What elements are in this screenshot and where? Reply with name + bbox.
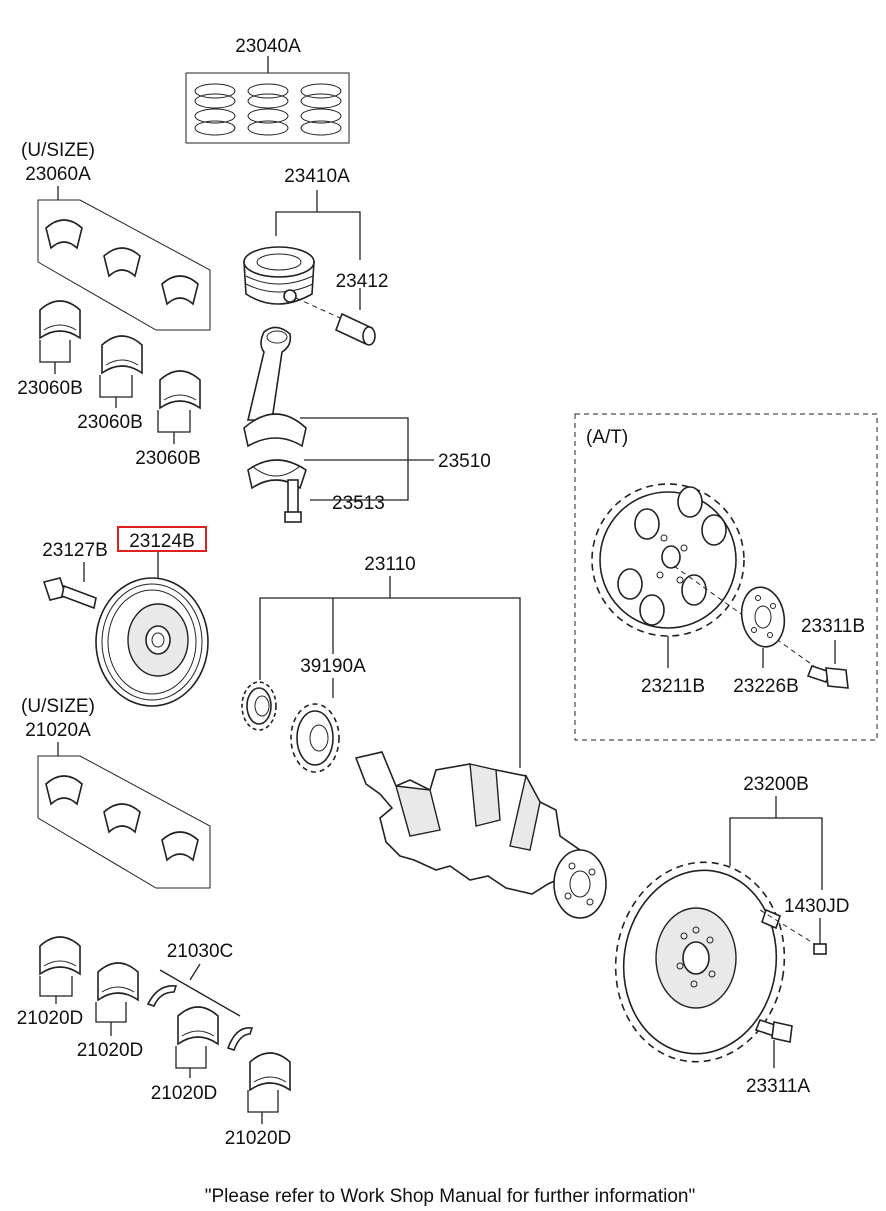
- label-bearing-set-lower: 21020A: [25, 720, 91, 741]
- flywheel-bolt[interactable]: [754, 1019, 793, 1043]
- label-main-bearing-b: 21020D: [77, 1040, 144, 1061]
- label-main-bearing-d: 21020D: [225, 1128, 292, 1149]
- label-at: (A/T): [586, 427, 628, 448]
- main-bearing-d[interactable]: [249, 1052, 291, 1092]
- label-drive-plate: 23211B: [641, 676, 705, 697]
- label-usize-upper: (U/SIZE): [21, 140, 95, 161]
- footer-note: "Please refer to Work Shop Manual for fu…: [205, 1186, 695, 1207]
- upper-bearing-single-b[interactable]: [101, 335, 143, 375]
- pulley-bolt[interactable]: [42, 577, 97, 610]
- main-bearing-a[interactable]: [39, 936, 81, 976]
- label-piston-assy: 23410A: [284, 166, 350, 187]
- thrust-washer-b[interactable]: [226, 1027, 254, 1052]
- label-adapter-plate: 23226B: [733, 676, 799, 697]
- connecting-rod[interactable]: [243, 326, 307, 490]
- label-bearing-1c: 23060B: [135, 448, 201, 469]
- label-pulley-bolt: 23127B: [42, 540, 108, 561]
- label-main-bearing-c: 21020D: [151, 1083, 218, 1104]
- crankshaft[interactable]: [354, 751, 607, 919]
- label-bearing-1b: 23060B: [77, 412, 143, 433]
- label-thrust-bearing: 21030C: [167, 941, 234, 962]
- connecting-rod-bolt[interactable]: [284, 479, 302, 523]
- main-bearing-c[interactable]: [177, 1006, 219, 1046]
- label-flywheel-pin: 1430JD: [784, 896, 850, 917]
- flywheel[interactable]: [603, 851, 797, 1072]
- label-piston-pin: 23412: [336, 271, 389, 292]
- label-damper-pulley[interactable]: 23124B: [129, 531, 195, 552]
- piston[interactable]: [243, 246, 315, 305]
- upper-bearing-single-c[interactable]: [159, 370, 201, 410]
- adapter-plate[interactable]: [737, 584, 789, 650]
- at-group-box: [574, 413, 878, 741]
- drive-plate[interactable]: [591, 483, 745, 637]
- damper-pulley[interactable]: [95, 577, 209, 707]
- label-flywheel-assy: 23200B: [743, 774, 809, 795]
- drive-plate-bolt[interactable]: [806, 665, 849, 689]
- label-drive-plate-bolt: 23311B: [801, 616, 865, 637]
- label-bearing-1a: 23060B: [17, 378, 83, 399]
- label-sprocket: 39190A: [300, 656, 366, 677]
- label-bearing-set-upper: 23060A: [25, 164, 91, 185]
- thrust-washer-a[interactable]: [146, 985, 178, 1007]
- timing-sprocket[interactable]: [290, 703, 340, 773]
- main-bearing-b[interactable]: [97, 962, 139, 1002]
- label-ring-set: 23040A: [235, 36, 301, 57]
- lower-bearing-set[interactable]: [37, 755, 211, 889]
- piston-pin[interactable]: [334, 312, 376, 346]
- label-crankshaft: 23110: [364, 554, 415, 575]
- label-main-bearing-a: 21020D: [17, 1008, 84, 1029]
- upper-bearing-set[interactable]: [37, 199, 211, 331]
- piston-ring-set[interactable]: [185, 72, 350, 144]
- flywheel-pin[interactable]: [813, 943, 827, 955]
- highlight-damper-pulley: [117, 526, 207, 552]
- label-usize-lower: (U/SIZE): [21, 696, 95, 717]
- label-conrod-assy: 23510: [438, 451, 491, 472]
- label-flywheel-bolt: 23311A: [746, 1076, 810, 1097]
- crankshaft-gear[interactable]: [241, 681, 277, 731]
- label-conrod-bolt: 23513: [332, 493, 385, 514]
- upper-bearing-single-a[interactable]: [39, 300, 81, 340]
